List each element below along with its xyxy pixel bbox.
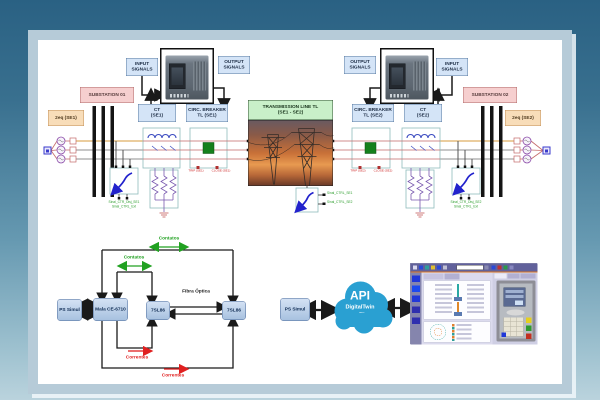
grounding-bank-symbols	[151, 168, 433, 212]
lightning-bolt-icons	[110, 172, 475, 214]
relay-7sl86-box-a: 7SL86	[146, 301, 170, 320]
transmission-line-photo	[248, 120, 334, 186]
screenshot-combo-box	[456, 265, 484, 270]
relay-signal-arrows	[141, 76, 453, 112]
virtual-relay-screen	[503, 287, 526, 307]
busbars	[92, 106, 503, 197]
tower-silhouettes	[261, 128, 322, 186]
input-signals-right-label: INPUT SIGNALS	[436, 58, 468, 76]
substation-1-label: SUBSTATION 01	[80, 87, 134, 103]
screenshot-toolbar	[410, 263, 538, 272]
screenshot-slider-area	[423, 280, 491, 320]
virtual-relay-green-button	[526, 325, 532, 331]
virtual-relay-yellow-button	[526, 317, 532, 323]
virtual-relay-keypad	[503, 317, 524, 337]
protection-relay-image-left	[160, 48, 214, 104]
breaker-se2-label: CIRC. BREAKER TL (SE2)	[352, 104, 394, 122]
api-cloud-subtitle: DigitalTwin	[345, 304, 375, 310]
ground-symbols	[159, 212, 425, 218]
virtual-relay-red-button	[526, 333, 532, 339]
fiber-optic-label: Fibra Óptica	[182, 288, 210, 294]
screenshot-phasor-panel	[423, 321, 491, 343]
meas-signal-left-1: Sinal_CTR_Disj_SE1	[108, 200, 140, 204]
trip-signal-left: TRIP (SE1)	[188, 169, 204, 173]
meas-signal-right-2: Sinal_CTRL_Ext	[453, 205, 479, 209]
source-wires	[50, 140, 544, 160]
digital-twin-software-screenshot	[410, 263, 538, 345]
meas-signal-right-1: Sinal_CTR_Disj_SE2	[450, 200, 482, 204]
slide-card: SUBSTATION 01 SUBSTATION 02 2eq (SE1) 2e…	[38, 40, 562, 384]
source-breaker-squares	[69, 137, 521, 163]
ct-symbols	[147, 133, 436, 151]
source-terminal-squares	[43, 146, 551, 155]
ps-simul-box-1: PS Simul	[57, 299, 82, 321]
ps-simul-box-2: PS Simul	[280, 298, 310, 321]
virtual-relay-blue-button	[501, 332, 506, 337]
contacts-label-outer: Contatos	[158, 235, 180, 241]
currents-label-inner: Correntes	[125, 354, 149, 360]
currents-label-outer: Correntes	[161, 372, 185, 378]
relay-7sl86-box-b: 7SL86	[222, 301, 246, 320]
api-cloud-icon	[334, 281, 393, 334]
output-signals-right-label: OUTPUT SIGNALS	[344, 56, 376, 74]
equiv-source-1-label: 2eq (SE1)	[48, 110, 84, 126]
screenshot-device-panel	[492, 272, 538, 345]
breaker-symbols	[196, 142, 381, 169]
transmission-line-label: TRANSMISSION LINE TL (SE1 - SE2)	[248, 100, 333, 120]
screenshot-sidebar	[410, 272, 422, 345]
virtual-relay-front	[496, 280, 536, 342]
trip-signal-right: TRIP (SE2)	[350, 169, 366, 173]
contacts-label-inner: Contatos	[123, 254, 145, 260]
meas-signal-center-2: Sinal_CTRL_SE2	[327, 200, 353, 204]
api-cloud-title: API	[349, 289, 370, 303]
phasor-circle-icon	[430, 324, 446, 340]
meas-signal-left-2: Sinal_CTRL_Ext	[111, 205, 137, 209]
meas-signal-center-1: Sinal_CTRL_SE1	[327, 191, 353, 195]
protection-relay-image-right	[380, 48, 434, 104]
breaker-se1-label: CIRC. BREAKER TL (SE1)	[186, 104, 228, 122]
virtual-relay-navpad	[506, 309, 525, 316]
schematic-wiring-layer	[43, 76, 551, 375]
input-signals-left-label: INPUT SIGNALS	[126, 58, 158, 76]
screenshot-main-panel	[421, 272, 493, 345]
substation-2-label: SUBSTATION 02	[463, 87, 517, 103]
test-set-box: Mala CE-6710	[93, 298, 128, 321]
close-signal-left: CLOSE (SE1)	[211, 169, 231, 173]
close-signal-right: CLOSE (SE2)	[373, 169, 393, 173]
equiv-source-2-label: 2eq (SE2)	[505, 110, 541, 126]
ct-se2-label: CT (SE2)	[404, 104, 442, 122]
ct-se1-label: CT (SE1)	[138, 104, 176, 122]
output-signals-left-label: OUTPUT SIGNALS	[218, 56, 250, 74]
